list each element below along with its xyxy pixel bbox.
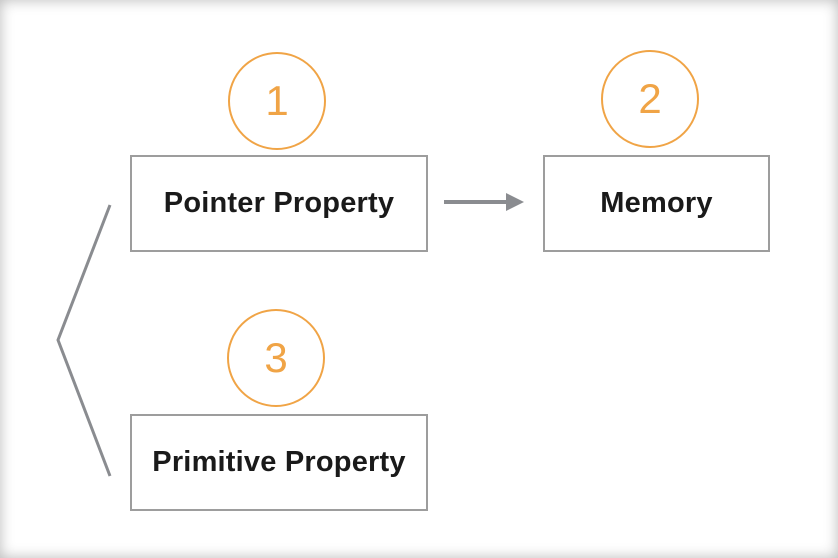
pointer-property-box: Pointer Property <box>130 155 428 252</box>
primitive-property-box: Primitive Property <box>130 414 428 511</box>
marker-2: 2 <box>601 50 699 148</box>
primitive-property-label: Primitive Property <box>152 446 406 478</box>
marker-1: 1 <box>228 52 326 150</box>
pointer-property-label: Pointer Property <box>163 187 395 219</box>
marker-3: 3 <box>227 309 325 407</box>
memory-label: Memory <box>600 187 713 219</box>
arrow-head-icon <box>506 193 524 211</box>
bracket-connector <box>56 204 112 477</box>
memory-box: Memory <box>543 155 770 252</box>
